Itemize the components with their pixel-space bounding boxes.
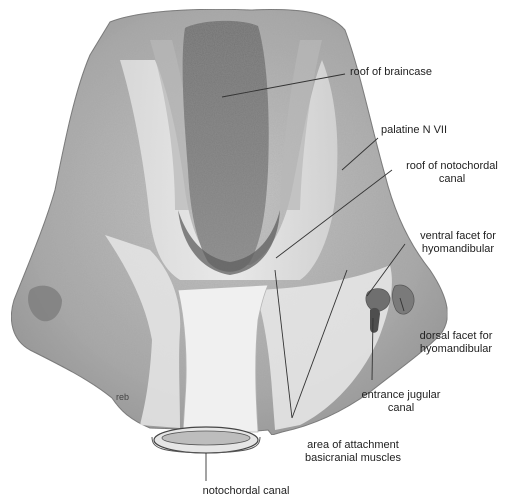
label-attachment-line2: basicranial muscles <box>283 452 423 465</box>
label-roof-notochordal-line1: roof of notochordal <box>392 160 512 173</box>
label-ventral-facet: ventral facet for hyomandibular <box>404 230 512 256</box>
label-entrance-jugular-canal: entrance jugular canal <box>346 389 456 415</box>
label-dorsal-facet-line2: hyomandibular <box>406 343 506 356</box>
label-reb: reb <box>116 391 129 404</box>
label-jugular-line1: entrance jugular <box>346 389 456 402</box>
label-palatine-n-vii: palatine N VII <box>381 124 447 137</box>
label-jugular-line2: canal <box>346 402 456 415</box>
label-dorsal-facet-line1: dorsal facet for <box>406 330 506 343</box>
label-ventral-facet-line1: ventral facet for <box>404 230 512 243</box>
label-roof-of-notochordal-canal: roof of notochordal canal <box>392 160 512 186</box>
label-attachment-line1: area of attachment <box>283 439 423 452</box>
label-dorsal-facet: dorsal facet for hyomandibular <box>406 330 506 356</box>
label-attachment-basicranial-muscles: area of attachment basicranial muscles <box>283 439 423 465</box>
label-ventral-facet-line2: hyomandibular <box>404 243 512 256</box>
label-roof-notochordal-line2: canal <box>392 173 512 186</box>
label-notochordal-canal: notochordal canal <box>186 485 306 498</box>
notochordal-canal-lumen <box>162 431 250 445</box>
label-roof-of-braincase: roof of braincase <box>350 66 432 79</box>
notochord-shaft <box>178 285 268 432</box>
